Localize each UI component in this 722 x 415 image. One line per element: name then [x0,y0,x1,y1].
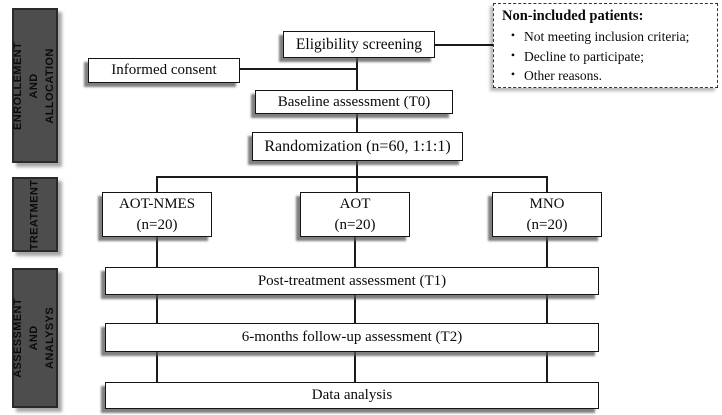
non-included-item-text: Decline to participate; [524,48,644,64]
follow-up-assessment-box: 6-months follow-up assessment (T2) [105,323,599,352]
data-analysis-label: Data analysis [311,387,393,403]
connector-eligibility-to-nonincluded [435,44,493,46]
baseline-assessment-label: Baseline assessment (T0) [277,93,431,110]
arm-aot-nmes-box: AOT-NMES (n=20) [102,192,212,237]
connector-eligibility-to-baseline [356,58,358,90]
post-treatment-assessment-box: Post-treatment assessment (T1) [105,267,599,295]
arm-mno-box: MNO (n=20) [492,192,602,237]
informed-consent-label: Informed consent [111,62,217,78]
arm-aot-n: (n=20) [334,216,376,233]
post-treatment-assessment-label: Post-treatment assessment (T1) [257,272,447,289]
phase-assessment-analysis: ASSESSMENT AND ANALYSYS [12,268,58,408]
connector-t1-to-t2-mid [354,295,356,323]
connector-baseline-to-randomization [356,114,358,132]
arm-aot-nmes-name: AOT-NMES [118,196,196,213]
bullet-icon: • [510,28,516,42]
data-analysis-box: Data analysis [105,382,599,409]
phase-treatment-label: TREATMENT [28,179,41,250]
phase-enrollment-allocation: ENROLLEMENT AND ALLOCATION [12,8,58,163]
connector-branch-horizontal [156,176,548,178]
connector-t2-to-data-left [156,352,158,382]
bullet-icon: • [510,47,516,62]
connector-branch-drop-right [546,176,548,192]
bullet-icon: • [510,67,516,82]
connector-t2-to-data-mid [354,352,356,382]
phase-treatment: TREATMENT [12,177,58,252]
follow-up-assessment-label: 6-months follow-up assessment (T2) [241,329,463,345]
randomization-label: Randomization (n=60, 1:1:1) [264,137,451,155]
non-included-item: • Decline to participate; [502,47,711,67]
arm-aot-box: AOT (n=20) [300,192,410,237]
arm-mno-n: (n=20) [526,216,568,233]
non-included-item-text: Other reasons. [524,68,602,84]
phase-enrollment-allocation-label: ENROLLEMENT AND ALLOCATION [12,41,56,130]
connector-informed-consent [240,68,356,70]
arm-mno-name: MNO [529,196,565,213]
non-included-item-text: Not meeting inclusion criteria; [524,29,690,44]
arm-aot-nmes-n: (n=20) [136,216,178,233]
non-included-item: • Other reasons. [502,66,711,86]
connector-t1-to-t2-left [156,295,158,323]
connector-arm1-to-t1 [156,237,158,267]
arm-aot-name: AOT [339,196,371,213]
baseline-assessment-box: Baseline assessment (T0) [255,90,453,114]
eligibility-screening-box: Eligibility screening [283,31,435,58]
connector-arm3-to-t1 [546,237,548,267]
connector-t2-to-data-right [546,352,548,382]
randomization-box: Randomization (n=60, 1:1:1) [252,132,463,161]
non-included-patients-box: Non-included patients: • Not meeting inc… [493,3,718,88]
connector-arm2-to-t1 [354,237,356,267]
informed-consent-box: Informed consent [88,58,240,83]
non-included-item: • Not meeting inclusion criteria; [502,27,711,47]
connector-branch-drop-left [156,176,158,192]
eligibility-screening-label: Eligibility screening [295,35,423,53]
non-included-title: Non-included patients: [502,8,644,24]
phase-assessment-analysis-label: ASSESSMENT AND ANALYSYS [12,298,56,378]
connector-t1-to-t2-right [546,295,548,323]
